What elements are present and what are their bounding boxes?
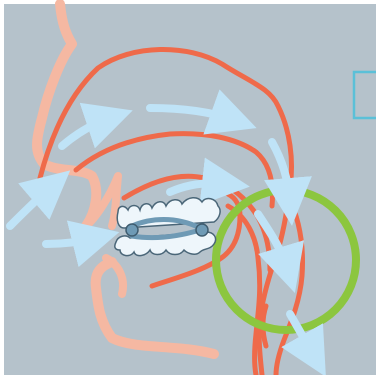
chin-profile-outline — [96, 262, 214, 354]
mandibular-advancement-device — [115, 198, 220, 256]
airflow-arrow — [46, 238, 96, 244]
throat-rear-wall — [276, 196, 302, 375]
lower-lip-outline — [106, 258, 123, 294]
inset-box — [354, 72, 376, 118]
airflow-arrow — [150, 108, 234, 120]
airflow-arrow — [170, 183, 226, 192]
appliance-hinge — [196, 224, 208, 236]
throat-front-wall — [228, 206, 260, 375]
airflow-arrow — [10, 186, 52, 226]
airflow-arrow — [62, 118, 110, 146]
airflow-arrow — [290, 314, 314, 356]
appliance-hinge — [126, 224, 138, 236]
